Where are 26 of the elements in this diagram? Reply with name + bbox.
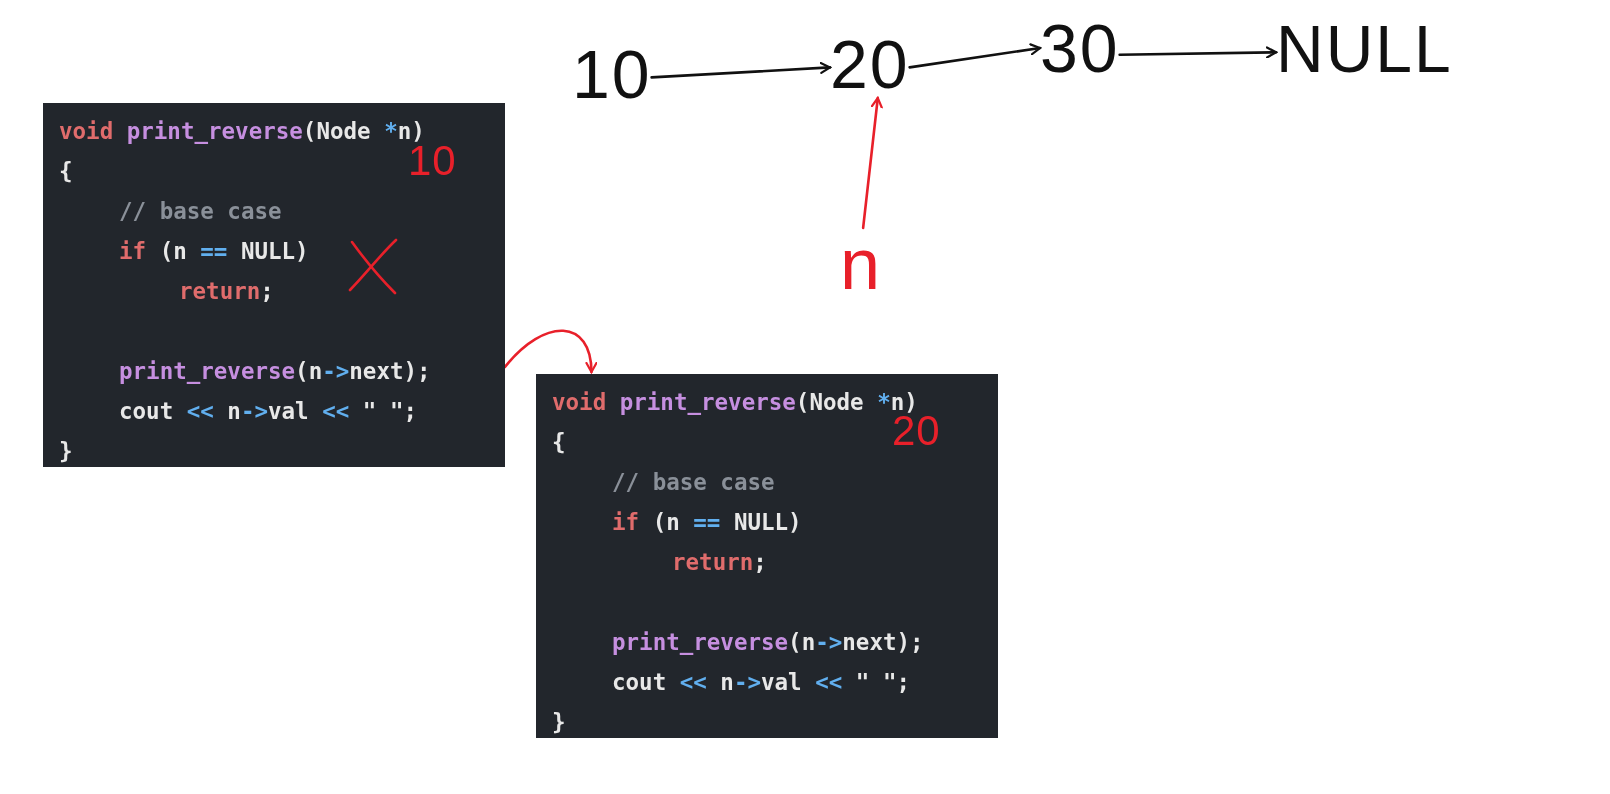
code-panel xyxy=(43,103,505,467)
code-line: cout << n->val << " "; xyxy=(612,668,911,697)
code-line: { xyxy=(59,157,73,186)
code-line: // base case xyxy=(612,468,775,497)
code-line: print_reverse(n->next); xyxy=(612,628,924,657)
arrow xyxy=(650,61,832,79)
code-line: // base case xyxy=(119,197,282,226)
code-line: void print_reverse(Node *n) xyxy=(59,117,425,146)
code-line: return; xyxy=(672,548,767,577)
code-line: } xyxy=(552,708,566,737)
arrow xyxy=(908,43,1042,69)
code-line: } xyxy=(59,437,73,466)
arrow xyxy=(861,96,883,230)
list-value: 20 xyxy=(830,30,910,98)
code-line: cout << n->val << " "; xyxy=(119,397,418,426)
code-line: { xyxy=(552,428,566,457)
list-end: NULL xyxy=(1276,16,1453,82)
arrow xyxy=(1118,46,1278,59)
list-value: 30 xyxy=(1040,14,1120,82)
code-line: if (n == NULL) xyxy=(119,237,309,266)
code-line: if (n == NULL) xyxy=(612,508,802,537)
code-panel xyxy=(536,374,998,738)
list-value: 10 xyxy=(572,40,652,108)
code-line: print_reverse(n->next); xyxy=(119,357,431,386)
code-line: return; xyxy=(179,277,274,306)
pointer-label: n xyxy=(840,228,883,300)
